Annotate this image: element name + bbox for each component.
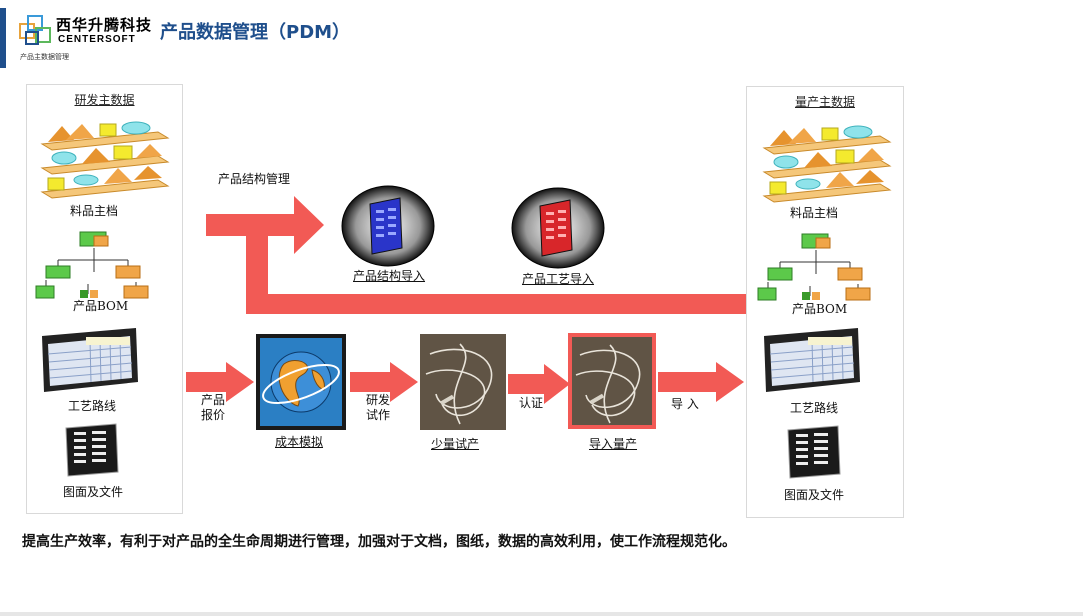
cost-sim-label: 成本模拟	[275, 435, 324, 449]
document-icon	[65, 423, 119, 477]
logo-squares-icon	[19, 15, 51, 45]
logo-en-text: CENTERSOFT	[58, 34, 136, 45]
arrow-cert	[508, 364, 570, 404]
right-item-drawings: 图面及文件	[784, 488, 845, 502]
structure-mgmt-label: 产品结构管理	[218, 172, 291, 186]
header-accent-bar	[0, 8, 6, 68]
arrow-import-label: 导 入	[671, 397, 699, 411]
left-item-material: 料品主档	[70, 204, 119, 218]
bom-tree-icon-right	[757, 233, 871, 301]
right-item-bom: 产品BOM	[792, 302, 848, 316]
bom-tree-icon	[35, 231, 149, 299]
arrow-trial	[350, 362, 418, 402]
summary-text: 提高生产效率，有利于对产品的全生命周期进行管理，加强对于文档，图纸，数据的高效利…	[22, 534, 736, 550]
arrow-import	[658, 362, 744, 402]
left-item-routing: 工艺路线	[68, 399, 117, 413]
process-import-label: 产品工艺导入	[522, 272, 595, 286]
right-panel-title: 量产主数据	[794, 95, 855, 109]
arrow-trial-label-1: 研发	[366, 393, 391, 407]
arrow-quote-label-1: 产品	[201, 393, 226, 407]
company-logo: 西华升腾科技 CENTERSOFT 产品主数据管理	[18, 12, 153, 62]
document-icon-right	[787, 425, 841, 479]
logo-sub-text: 产品主数据管理	[20, 53, 69, 61]
struct-import-icon	[341, 185, 435, 267]
arrow-trial-label-2: 试作	[366, 408, 391, 422]
right-item-routing: 工艺路线	[790, 401, 839, 415]
small-trial-label: 少量试产	[431, 437, 480, 451]
struct-import-label: 产品结构导入	[353, 269, 426, 283]
logo-cn-text: 西华升腾科技	[56, 16, 153, 34]
bottom-divider	[0, 612, 1083, 616]
globe-icon	[256, 334, 346, 430]
spreadsheet-icon	[42, 328, 138, 392]
page-title: 产品数据管理（PDM）	[160, 22, 351, 43]
process-import-icon	[511, 187, 605, 269]
arrow-quote-label-2: 报价	[201, 408, 226, 422]
spreadsheet-icon-right	[764, 328, 860, 392]
right-item-material: 料品主档	[790, 206, 839, 220]
shelf-icon	[40, 121, 170, 199]
left-panel-title: 研发主数据	[74, 93, 135, 107]
fiber-icon	[420, 334, 506, 430]
structure-flow-arrow	[206, 196, 746, 314]
left-item-drawings: 图面及文件	[63, 485, 124, 499]
arrow-cert-label: 认证	[519, 396, 544, 410]
arrow-quote	[186, 362, 254, 402]
fiber-icon-highlighted	[568, 333, 656, 429]
mass-import-label: 导入量产	[589, 437, 638, 451]
shelf-icon-right	[762, 125, 892, 203]
left-item-bom: 产品BOM	[73, 299, 129, 313]
